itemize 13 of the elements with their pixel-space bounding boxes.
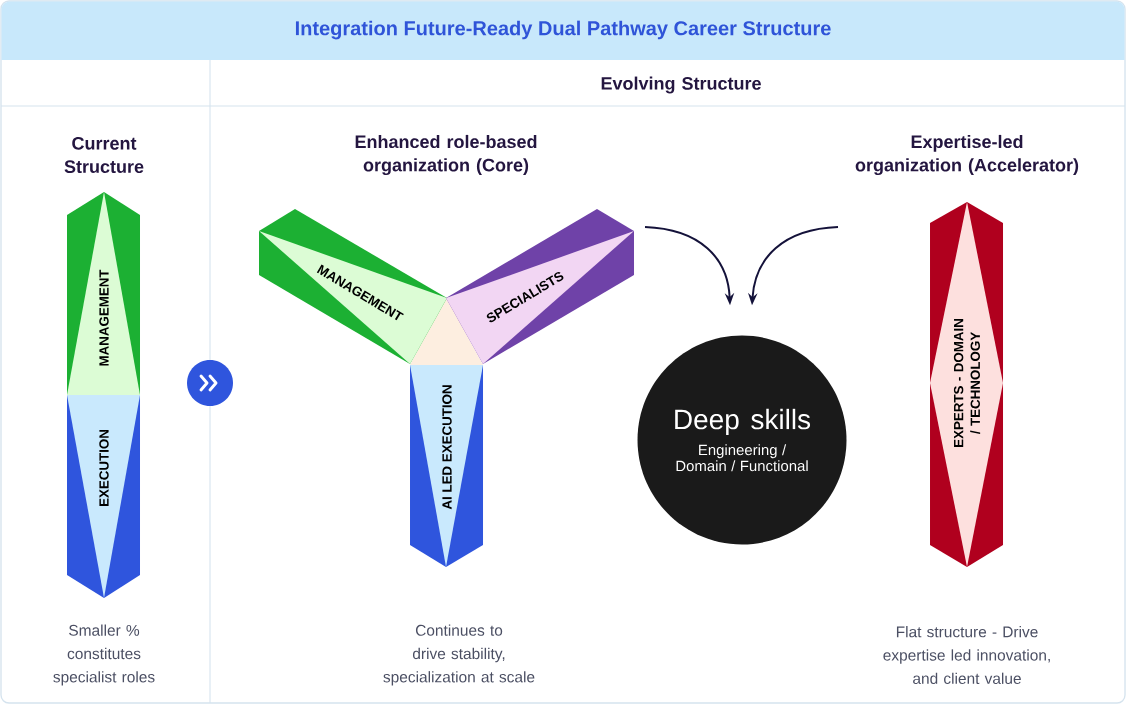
title-banner: Integration Future-Ready Dual Pathway Career Structure xyxy=(1,1,1125,60)
prism: EXPERTS - DOMAIN / TECHNOLOGY xyxy=(930,202,1003,567)
prism-segment: EXECUTION xyxy=(67,395,140,598)
prism-arm: AI LED EXECUTION xyxy=(410,365,483,567)
note-text: Continues to drive stability, specialization at scale xyxy=(383,624,535,686)
prism-segment: MANAGEMENT xyxy=(67,192,140,395)
heading: Enhanced role-based organization (Core) xyxy=(355,134,537,176)
hub-triangle xyxy=(410,297,483,365)
note-text: Flat structure - Drive expertise led innovation, and client value xyxy=(883,626,1050,684)
heading: Current Structure xyxy=(64,136,144,174)
heading: Expertise-led organization (Accelerator) xyxy=(855,134,1079,176)
heading: Evolving Structure xyxy=(601,76,761,94)
note-text: Smaller % constitutes specialist roles xyxy=(53,624,155,686)
